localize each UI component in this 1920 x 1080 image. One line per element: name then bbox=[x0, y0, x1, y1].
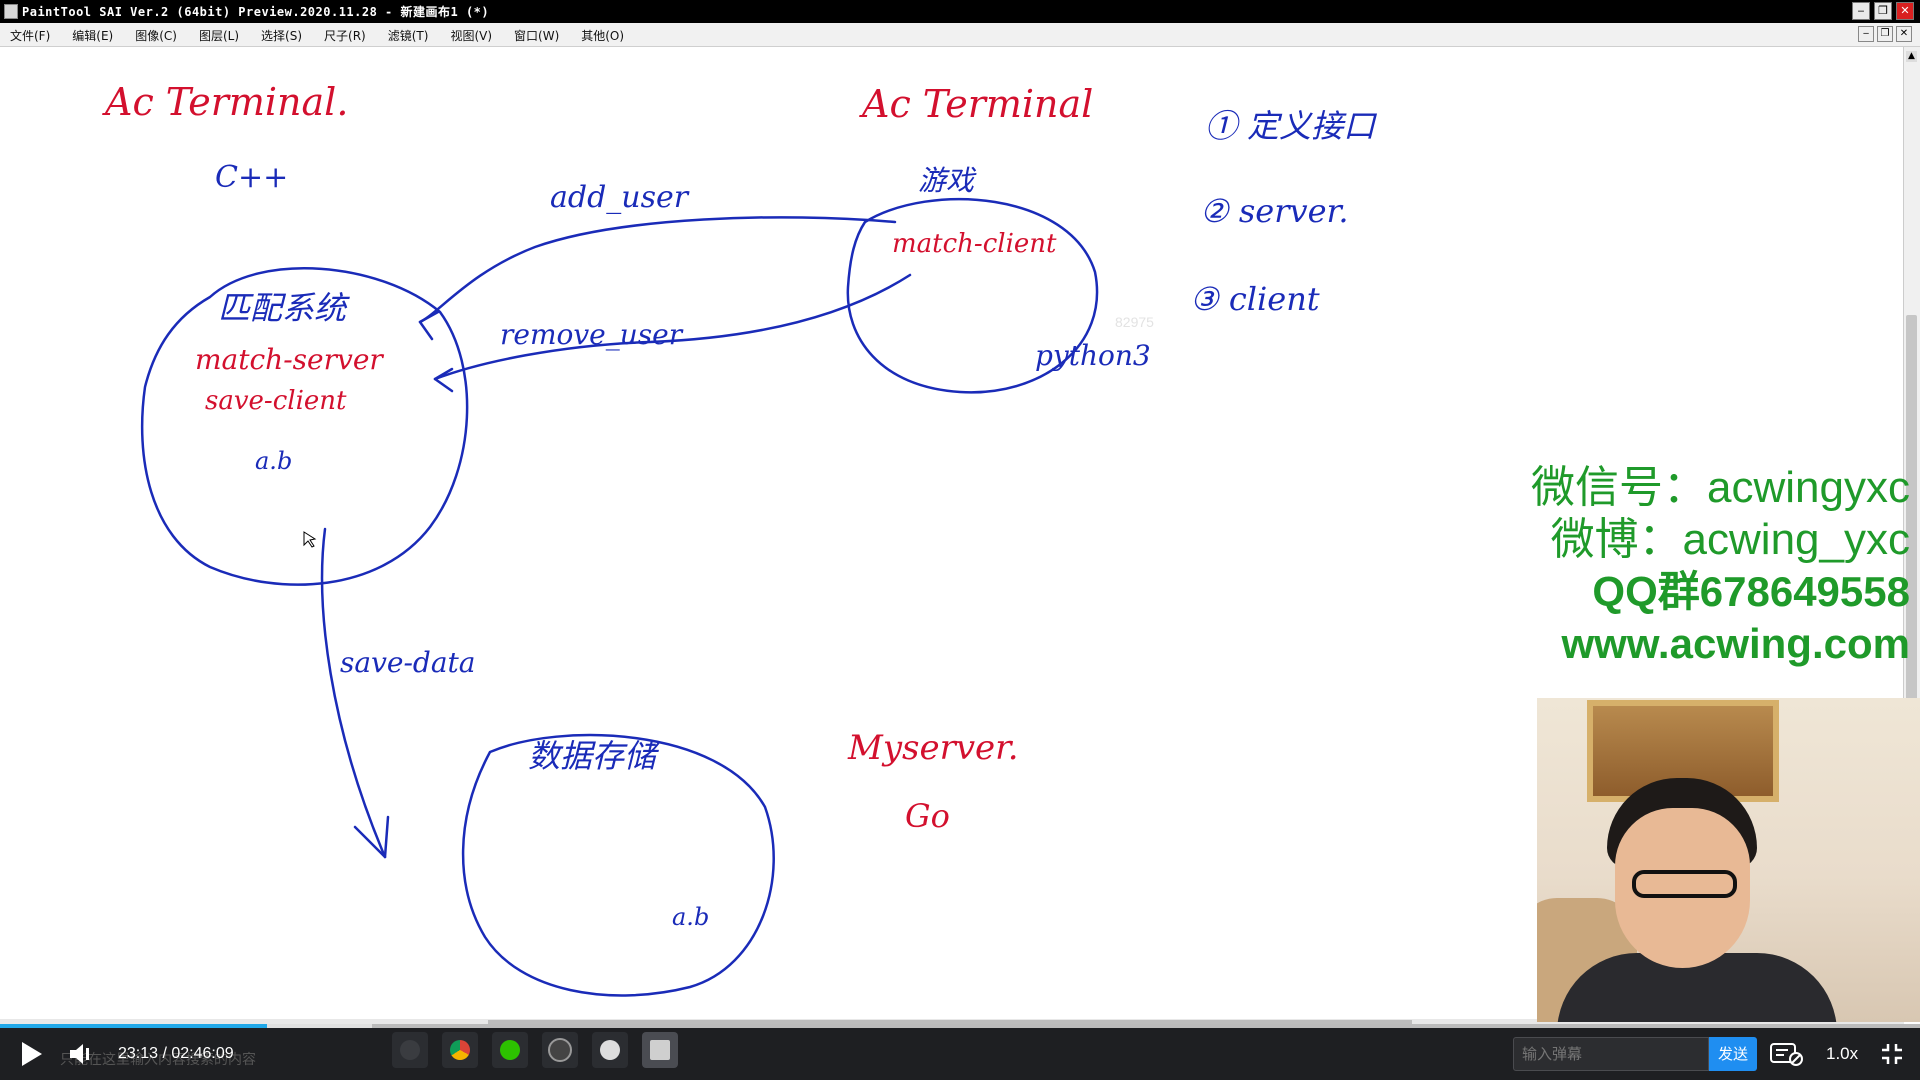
chrome-icon bbox=[450, 1040, 470, 1060]
app-icon bbox=[400, 1040, 420, 1060]
ab-left-label: a.b bbox=[255, 447, 292, 475]
wall-painting bbox=[1587, 700, 1779, 802]
watermark-wechat: 微信号：acwingyxc bbox=[1531, 463, 1910, 512]
menu-layer[interactable]: 图层(L) bbox=[198, 29, 240, 43]
watermark-site: www.acwing.com bbox=[1561, 620, 1910, 667]
play-icon[interactable] bbox=[22, 1042, 42, 1066]
left-lang: C++ bbox=[215, 160, 288, 195]
menu-select[interactable]: 选择(S) bbox=[261, 29, 303, 43]
save-data-label: save-data bbox=[340, 646, 475, 679]
taskbar-sai[interactable] bbox=[642, 1032, 678, 1068]
game-label: 游戏 bbox=[918, 164, 977, 197]
menu-window[interactable]: 窗口(W) bbox=[514, 29, 560, 43]
doc-restore-button[interactable]: ❐ bbox=[1877, 26, 1893, 42]
add-user-label: add_user bbox=[550, 180, 690, 215]
menu-edit[interactable]: 编辑(E) bbox=[72, 29, 114, 43]
wechat-icon bbox=[500, 1040, 520, 1060]
watermark: 微信号：acwingyxc 微博：acwing_yxc QQ群678649558… bbox=[1531, 462, 1910, 670]
doc-close-button[interactable]: ✕ bbox=[1896, 26, 1912, 42]
presenter-glasses bbox=[1632, 870, 1737, 898]
remove-user-label: remove_user bbox=[500, 318, 684, 351]
faint-number: 82975 bbox=[1115, 314, 1154, 330]
save-client-label: save-client bbox=[205, 386, 347, 416]
menu-image[interactable]: 图像(C) bbox=[135, 29, 177, 43]
scroll-up-icon[interactable]: ▲ bbox=[1906, 51, 1917, 62]
cursor-icon bbox=[303, 531, 317, 548]
menu-other[interactable]: 其他(O) bbox=[581, 29, 625, 43]
go-label: Go bbox=[905, 797, 950, 835]
match-server-label: match-server bbox=[195, 343, 384, 376]
menu-ruler[interactable]: 尺子(R) bbox=[324, 29, 366, 43]
menu-bar: 文件(F) 编辑(E) 图像(C) 图层(L) 选择(S) 尺子(R) 滤镜(T… bbox=[0, 23, 1920, 47]
taskbar-app-5[interactable] bbox=[592, 1032, 628, 1068]
obs-icon bbox=[548, 1038, 572, 1062]
watermark-weibo: 微博：acwing_yxc bbox=[1550, 515, 1910, 564]
menu-view[interactable]: 视图(V) bbox=[450, 29, 493, 43]
step-1-label: ① 定义接口 bbox=[1205, 107, 1377, 145]
whiteboard-drawing: Ac Terminal. C++ 匹配系统 match-server save-… bbox=[102, 80, 1377, 997]
window-title: PaintTool SAI Ver.2 (64bit) Preview.2020… bbox=[22, 5, 490, 19]
watermark-qq: QQ群678649558 bbox=[1592, 568, 1910, 615]
app-icon bbox=[4, 4, 18, 19]
match-system-label: 匹配系统 bbox=[218, 289, 350, 327]
data-storage-circle bbox=[461, 733, 775, 997]
right-title: Ac Terminal bbox=[859, 82, 1093, 126]
danmaku-ghost-text: 只能在这里输入内容搜索的内容 bbox=[60, 1052, 256, 1068]
step-3-label: ③ client bbox=[1190, 280, 1320, 318]
menu-file[interactable]: 文件(F) bbox=[10, 29, 51, 43]
drawing-canvas[interactable]: Ac Terminal. C++ 匹配系统 match-server save-… bbox=[0, 47, 1904, 1019]
app-icon bbox=[600, 1040, 620, 1060]
save-data-arrow bbox=[320, 527, 387, 859]
send-button[interactable]: 发送 bbox=[1709, 1037, 1757, 1071]
taskbar bbox=[392, 1032, 678, 1068]
webcam-overlay bbox=[1537, 698, 1920, 1022]
add-user-arrow bbox=[418, 216, 897, 324]
taskbar-chrome[interactable] bbox=[442, 1032, 478, 1068]
maximize-button[interactable]: ❐ bbox=[1874, 2, 1892, 20]
exit-fullscreen-icon[interactable] bbox=[1880, 1042, 1904, 1066]
taskbar-app-1[interactable] bbox=[392, 1032, 428, 1068]
ab-bottom-label: a.b bbox=[672, 903, 709, 931]
taskbar-obs[interactable] bbox=[542, 1032, 578, 1068]
progress-played[interactable] bbox=[0, 1024, 267, 1028]
playback-time: 23:13 / 02:46:09 bbox=[118, 1045, 234, 1062]
sai-icon bbox=[650, 1040, 670, 1060]
match-system-circle bbox=[140, 267, 469, 586]
close-button[interactable]: ✕ bbox=[1896, 2, 1914, 20]
player-controls: 只能在这里输入内容搜索的内容 23:13 / 02:46:09 发送 1.0x bbox=[0, 1028, 1920, 1080]
doc-minimize-button[interactable]: ‒ bbox=[1858, 26, 1874, 42]
title-bar: PaintTool SAI Ver.2 (64bit) Preview.2020… bbox=[0, 0, 1920, 23]
left-title: Ac Terminal. bbox=[102, 80, 348, 124]
danmaku-input[interactable] bbox=[1513, 1037, 1709, 1071]
playback-speed[interactable]: 1.0x bbox=[1826, 1044, 1859, 1063]
python-label: python3 bbox=[1035, 339, 1151, 372]
progress-track[interactable] bbox=[0, 1024, 1920, 1028]
vertical-scroll-thumb[interactable] bbox=[1906, 315, 1917, 785]
menu-filter[interactable]: 滤镜(T) bbox=[387, 29, 429, 43]
step-2-label: ② server. bbox=[1200, 192, 1348, 230]
game-circle bbox=[846, 197, 1099, 394]
remove-user-arrow bbox=[433, 273, 912, 381]
taskbar-wechat[interactable] bbox=[492, 1032, 528, 1068]
minimize-button[interactable]: ‒ bbox=[1852, 2, 1870, 20]
danmaku-toggle-icon[interactable] bbox=[1770, 1042, 1804, 1066]
myserver-label: Myserver. bbox=[847, 728, 1019, 768]
match-client-label: match-client bbox=[892, 229, 1057, 259]
volume-icon[interactable] bbox=[68, 1042, 94, 1066]
data-storage-label: 数据存储 bbox=[528, 737, 661, 775]
